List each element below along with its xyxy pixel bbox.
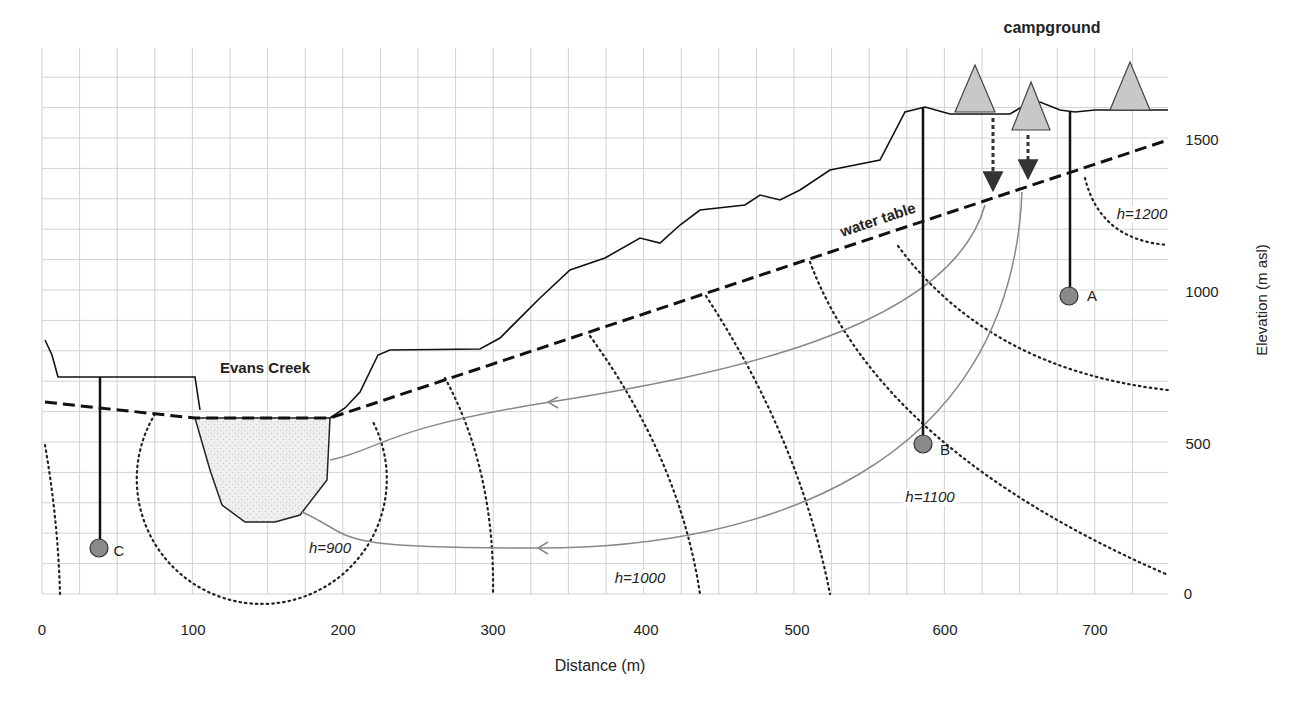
campground-tents [955,62,1150,130]
grid-line [42,381,1168,382]
grid-line [493,48,494,594]
axis-tick-label: 700 [1080,622,1109,639]
grid-line [1132,48,1133,594]
flow-arrowhead [548,397,558,408]
well-casing [1069,112,1072,288]
grid-line [982,48,983,594]
grid-line [418,48,419,594]
grid-line [117,48,118,594]
grid-line [42,594,1168,595]
well-casing [922,107,925,436]
grid-line [79,48,80,594]
equipotential-line [45,445,60,594]
equipotential-lines [45,178,1168,604]
equipotential-line [137,414,387,604]
grid-line [380,48,381,594]
grid-line [944,48,945,594]
grid-line [42,563,1168,564]
flow-lines [302,192,1022,554]
creek-label: Evans Creek [218,360,312,377]
grid-line [831,48,832,594]
equipotential-line [590,336,700,594]
grid-line [756,48,757,594]
head-label: h=1200 [1115,206,1169,223]
grid-line [305,48,306,594]
grid-line [42,48,43,594]
infiltration-arrow [992,118,995,188]
grid-line [42,290,1168,291]
grid [42,48,1168,594]
tent-symbol [955,65,995,112]
place-label: campground [1002,19,1103,37]
axis-tick-label: 1500 [1183,132,1220,149]
grid-line [906,48,907,594]
well-point [90,539,108,557]
well-point [914,435,932,453]
grid-line [530,48,531,594]
grid-line [42,411,1168,412]
axis-tick-label: 600 [930,622,959,639]
axis-tick-label: 1000 [1183,284,1220,301]
infiltration-arrow [1027,135,1030,176]
grid-line [1057,48,1058,594]
grid-line [606,48,607,594]
creek-channel [195,418,330,522]
grid-line [42,533,1168,534]
grid-line [42,168,1168,169]
infiltration-arrows [993,118,1028,188]
well-label: C [112,543,127,560]
grid-line [42,320,1168,321]
grid-line [42,138,1168,139]
axis-tick-label: 200 [328,622,357,639]
axis-tick-label: 100 [178,622,207,639]
grid-line [718,48,719,594]
grid-line [42,198,1168,199]
grid-line [643,48,644,594]
axis-tick-label: 0 [36,622,48,639]
grid-line [794,48,795,594]
grid-line [192,48,193,594]
grid-line [568,48,569,594]
well-casing [99,377,102,540]
flow-arrowhead [538,542,548,554]
ground-surface [45,102,1168,418]
flow-line [302,192,1022,548]
axis-tick-label: 500 [782,622,811,639]
axis-tick-label: 500 [1183,436,1212,453]
head-label: h=900 [307,540,353,557]
grid-line [42,350,1168,351]
tent-symbol [1012,82,1050,130]
flow-line [330,205,985,460]
grid-line [42,229,1168,230]
equipotential-line [445,378,493,594]
grid-line [42,502,1168,503]
axis-tick-label: 0 [1182,586,1194,603]
well-label: A [1085,288,1099,305]
grid-line [42,107,1168,108]
tent-symbol [1110,62,1150,110]
grid-line [1094,48,1095,594]
equipotential-line [810,262,1168,575]
water-table-line [45,140,1168,418]
grid-line [455,48,456,594]
axis-tick-label: 300 [478,622,507,639]
equipotential-line [706,296,830,594]
axis-title: Distance (m) [553,657,648,675]
well-point [1060,287,1078,305]
wells [100,107,1070,540]
grid-line [342,48,343,594]
grid-line [42,77,1168,78]
equipotential-line [898,246,1168,390]
head-label: h=1100 [903,489,956,506]
head-label: h=1000 [613,570,667,587]
axis-title: Elevation (m asl) [1254,242,1271,358]
well-screens [90,287,1078,557]
grid-line [42,259,1168,260]
axis-tick-label: 400 [631,622,660,639]
grid-line [154,48,155,594]
grid-line [869,48,870,594]
well-label: B [938,442,952,459]
